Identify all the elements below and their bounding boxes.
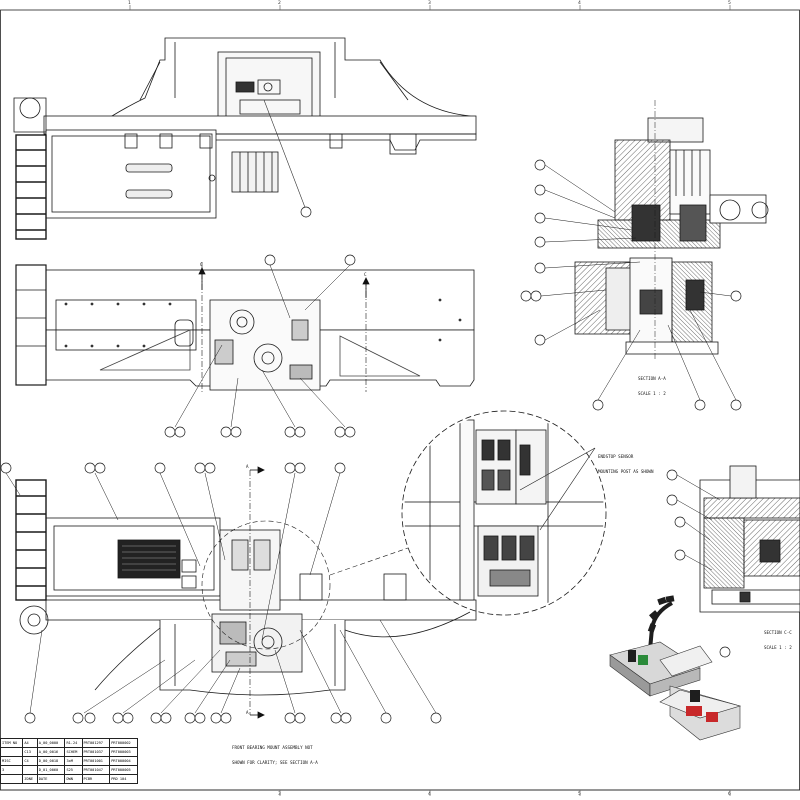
view-marker-a-top: A — [246, 464, 249, 469]
balloon-callouts — [0, 159, 742, 724]
front-bearing-note-line1: FRONT BEARING MOUNT ASSEMBLY NOT — [232, 745, 313, 750]
table-row: 3 D_01_0060 S25 PRT001047 PRT000005 — [0, 765, 138, 775]
zone-label-bottom-3: 5 — [578, 792, 581, 797]
section-c-c-label: SECTION C-C SCALE 1 : 2 — [764, 620, 792, 655]
table-cell: DWN — [64, 774, 83, 784]
table-cell: MISC — [0, 756, 24, 766]
section-a-a — [574, 100, 769, 360]
section-c-c-title: SECTION C-C — [764, 630, 792, 635]
table-row: ITEM NO A4 A_00_0000 R1.24 PRT001297 PRT… — [0, 738, 138, 748]
table-cell: ITEM NO — [0, 738, 24, 748]
zone-ticks — [129, 5, 731, 796]
section-a-a-scale: SCALE 1 : 2 — [638, 391, 666, 396]
table-cell: 3xM — [64, 756, 83, 766]
top-view — [13, 37, 477, 240]
table-cell: PCBR — [81, 774, 111, 784]
table-cell: PRT001297 — [81, 738, 111, 748]
table-row: C13 A_00_0016 SCHEM PRT001037 PRT000003 — [0, 747, 138, 757]
table-cell: C4 — [22, 756, 38, 766]
zone-label-top-1: 1 — [128, 1, 131, 6]
section-c-c — [699, 465, 800, 613]
front-bearing-note: FRONT BEARING MOUNT ASSEMBLY NOT SHOWN F… — [232, 735, 318, 770]
table-cell — [22, 765, 38, 775]
table-cell: R1.24 — [64, 738, 83, 748]
table-cell: A_00_0000 — [36, 738, 66, 748]
table-cell: SCHEM — [64, 747, 83, 757]
zone-label-top-3: 3 — [428, 1, 431, 6]
table-row: ZONE DATE DWN PCBR PRD 104 — [0, 774, 138, 784]
table-cell: PRD 104 — [109, 774, 138, 784]
table-cell: S25 — [64, 765, 83, 775]
table-cell: PRT001047 — [81, 765, 111, 775]
table-cell: C13 — [22, 747, 38, 757]
table-cell: PRT001001 — [81, 756, 111, 766]
table-cell: PRT000005 — [109, 765, 138, 775]
front-bearing-note-line2: SHOWN FOR CLARITY; SEE SECTION A-A — [232, 760, 318, 765]
table-cell: A_00_0016 — [36, 747, 66, 757]
table-row: MISC C4 D_00_0018 3xM PRT001001 PRT00000… — [0, 756, 138, 766]
section-a-a-label: SECTION A-A SCALE 1 : 2 — [638, 366, 666, 401]
table-cell: DATE — [36, 774, 66, 784]
table-cell: 3 — [0, 765, 24, 775]
zone-label-bottom-1: 3 — [278, 792, 281, 797]
iso-render — [609, 595, 742, 741]
view-marker-c-right: C — [364, 272, 367, 277]
zone-label-top-5: 5 — [728, 1, 731, 6]
zone-label-bottom-4: 6 — [728, 792, 731, 797]
table-cell: D_01_0060 — [36, 765, 66, 775]
section-a-a-title: SECTION A-A — [638, 376, 666, 381]
table-cell — [0, 747, 24, 757]
zone-label-top-2: 2 — [278, 1, 281, 6]
table-cell: PRT000004 — [109, 756, 138, 766]
endstop-sensor-note-line2: MOUNTING POST AS SHOWN — [598, 469, 654, 474]
view-marker-a-bottom: A — [246, 710, 249, 715]
endstop-sensor-note-line1: ENDSTOP SENSOR — [598, 454, 634, 459]
front-view — [15, 262, 475, 392]
endstop-sensor-note: ENDSTOP SENSOR MOUNTING POST AS SHOWN — [598, 444, 653, 479]
table-cell: PRT000002 — [109, 738, 138, 748]
table-cell: ZONE — [22, 774, 38, 784]
bottom-view — [15, 470, 477, 715]
table-cell — [0, 774, 24, 784]
zone-label-top-4: 4 — [578, 1, 581, 6]
detail-view — [401, 410, 607, 616]
table-cell: PRT001037 — [81, 747, 111, 757]
section-arrows — [198, 267, 370, 719]
table-cell: A4 — [22, 738, 38, 748]
table-cell: PRT000003 — [109, 747, 138, 757]
table-cell: D_00_0018 — [36, 756, 66, 766]
view-marker-c-left: C — [200, 262, 203, 267]
leader-lines — [5, 164, 737, 714]
revision-table: ITEM NO A4 A_00_0000 R1.24 PRT001297 PRT… — [0, 738, 138, 784]
section-c-c-scale: SCALE 1 : 2 — [764, 645, 792, 650]
zone-label-bottom-2: 4 — [428, 792, 431, 797]
